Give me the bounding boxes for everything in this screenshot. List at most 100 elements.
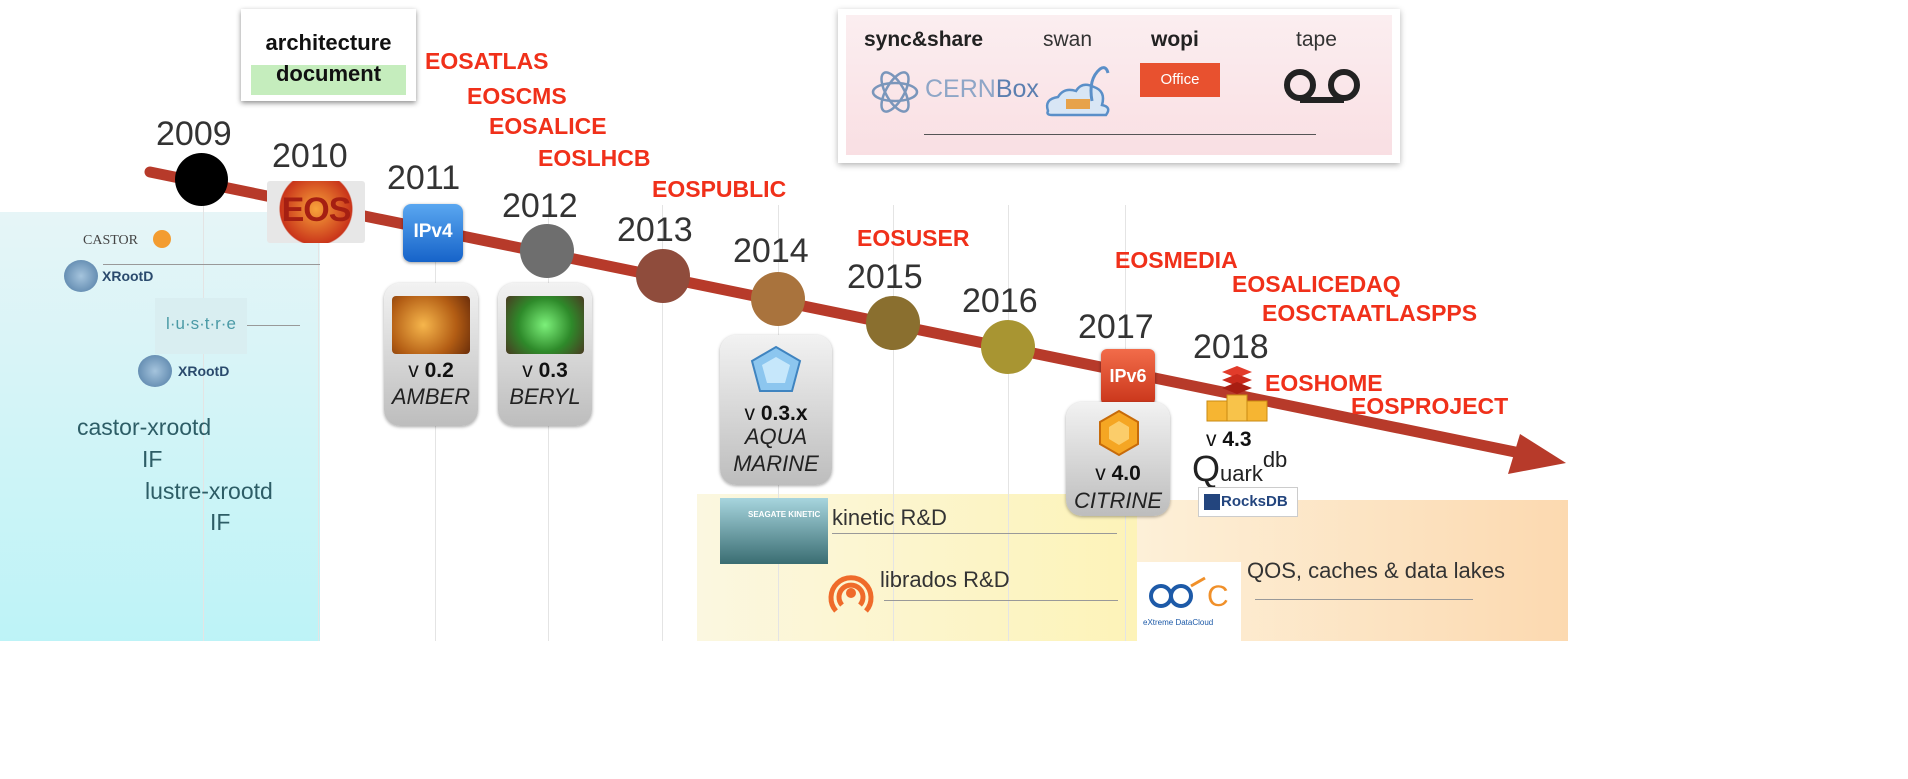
kinetic-line [832, 533, 1117, 534]
service-swan: swan [1043, 28, 1093, 51]
beryl-image [506, 296, 584, 354]
release-4-3: v 4.3 [1206, 428, 1252, 452]
release-v: v [408, 359, 419, 382]
year-dot-2013 [636, 249, 690, 303]
release-number: 4.0 [1111, 462, 1141, 485]
release-name: AMBER [391, 384, 471, 409]
year-label: 2013 [617, 211, 693, 249]
seagate-label: SEAGATE KINETIC [748, 510, 821, 519]
release-name: BERYL [509, 384, 581, 409]
castor-line [103, 264, 320, 265]
quarkdb-q: Q [1192, 448, 1221, 489]
year-label: 2017 [1078, 308, 1154, 346]
if-label-1: IF [142, 446, 163, 472]
release-v: v [744, 402, 755, 425]
eos-logo-text: EOS [281, 191, 352, 229]
cernbox-wordmark: CERNBox [925, 75, 1039, 104]
cernbox-logo-icon [871, 71, 919, 113]
quarkdb-db: db [1262, 447, 1288, 472]
librados-rnd-label: librados R&D [880, 567, 1010, 592]
instance-label: EOSPUBLIC [652, 176, 787, 202]
instance-label: EOSCTAATLASPPS [1262, 300, 1478, 326]
qos-line [1255, 599, 1473, 600]
ceph-logo-icon [828, 575, 874, 613]
year-label: 2016 [962, 282, 1038, 320]
eos-logo: EOS [267, 181, 365, 243]
architecture-document-card: architecture document [241, 9, 416, 101]
architecture-document-line2: document [275, 61, 382, 86]
release-name: AQUA [744, 424, 808, 449]
swan-logo-icon [1045, 66, 1110, 117]
cubes-logo-icon [1206, 394, 1268, 422]
services-timeline-line [924, 134, 1316, 135]
qos-label: QOS, caches & data lakes [1247, 558, 1506, 583]
services-panel: sync&share swan wopi tape CERNBox Office [838, 9, 1400, 163]
service-wopi: wopi [1151, 28, 1199, 51]
cernbox-post: Box [995, 75, 1039, 103]
castor-logo: CASTOR [83, 230, 171, 249]
amber-image [392, 296, 470, 354]
kinetic-rnd-label: kinetic R&D [832, 505, 947, 530]
quarkdb-wordmark: Quarkdb [1192, 447, 1287, 490]
release-number: 0.3.x [760, 402, 808, 425]
tape-icon [1284, 69, 1360, 103]
ipv6-badge: IPv6 [1101, 349, 1155, 405]
xrootd-label: XRootD [178, 363, 230, 379]
ipv4-label: IPv4 [413, 221, 453, 242]
release-card-citrine: v 4.0 CITRINE [1066, 402, 1170, 516]
architecture-document-line1: architecture [265, 30, 392, 55]
year-dot-2016 [981, 320, 1035, 374]
release-number: 0.2 [424, 359, 454, 382]
year-label: 2018 [1193, 328, 1269, 366]
quarkdb-uark: uark [1220, 461, 1263, 486]
year-label: 2015 [847, 258, 923, 296]
xrootd-label: XRootD [102, 268, 154, 284]
lustre-line [247, 325, 300, 326]
aquamarine-image [750, 345, 802, 392]
instance-label: EOSPROJECT [1351, 393, 1509, 419]
year-label: 2009 [156, 115, 232, 153]
release-card-aquamarine: v 0.3.x AQUA MARINE [720, 335, 832, 485]
year-dot-2012 [520, 224, 574, 278]
legacy-region [0, 212, 320, 641]
lustre-logo: l·u·s·t·r·e [155, 298, 247, 354]
release-v: v [1095, 462, 1106, 485]
lustre-label: l·u·s·t·r·e [166, 314, 236, 333]
instance-label: EOSHOME [1265, 370, 1383, 396]
instance-label: EOSALICEDAQ [1232, 271, 1401, 297]
xdc-logo: C eXtreme DataCloud [1137, 562, 1241, 641]
release-v: v [522, 359, 533, 382]
release-name: CITRINE [1074, 488, 1162, 513]
xdc-logo-icon [1149, 576, 1206, 608]
redis-logo-icon [1222, 366, 1252, 394]
ipv4-badge: IPv4 [403, 204, 463, 262]
seagate-kinetic-image: SEAGATE KINETIC [720, 498, 828, 564]
service-sync-share: sync&share [864, 28, 984, 51]
castor-label: CASTOR [83, 233, 138, 248]
instance-label: EOSCMS [467, 83, 567, 109]
instance-label: EOSATLAS [425, 48, 549, 74]
release-v: v [1206, 428, 1217, 451]
ipv6-label: IPv6 [1109, 366, 1147, 386]
year-label: 2010 [272, 137, 348, 175]
service-tape: tape [1296, 28, 1337, 51]
castor-xrootd-label: castor-xrootd [77, 414, 212, 440]
year-dot-2015 [866, 296, 920, 350]
instance-label: EOSALICE [489, 113, 607, 139]
rocksdb-logo: RocksDB [1198, 487, 1298, 517]
timeline-arrow [144, 166, 1566, 474]
xdc-label: eXtreme DataCloud [1143, 618, 1214, 627]
citrine-image [1099, 409, 1139, 457]
year-label: 2012 [502, 187, 578, 225]
instance-label: EOSUSER [857, 225, 970, 251]
office-logo-icon: Office [1140, 63, 1220, 97]
librados-line [884, 600, 1118, 601]
year-label: 2014 [733, 232, 809, 270]
office-label: Office [1160, 71, 1200, 88]
year-dot-2014 [751, 272, 805, 326]
cernbox-pre: CERN [925, 75, 996, 103]
lustre-xrootd-label: lustre-xrootd [145, 478, 273, 504]
if-label-2: IF [210, 509, 231, 535]
release-card-beryl: v 0.3 BERYL [498, 283, 592, 426]
year-label: 2011 [387, 159, 461, 197]
